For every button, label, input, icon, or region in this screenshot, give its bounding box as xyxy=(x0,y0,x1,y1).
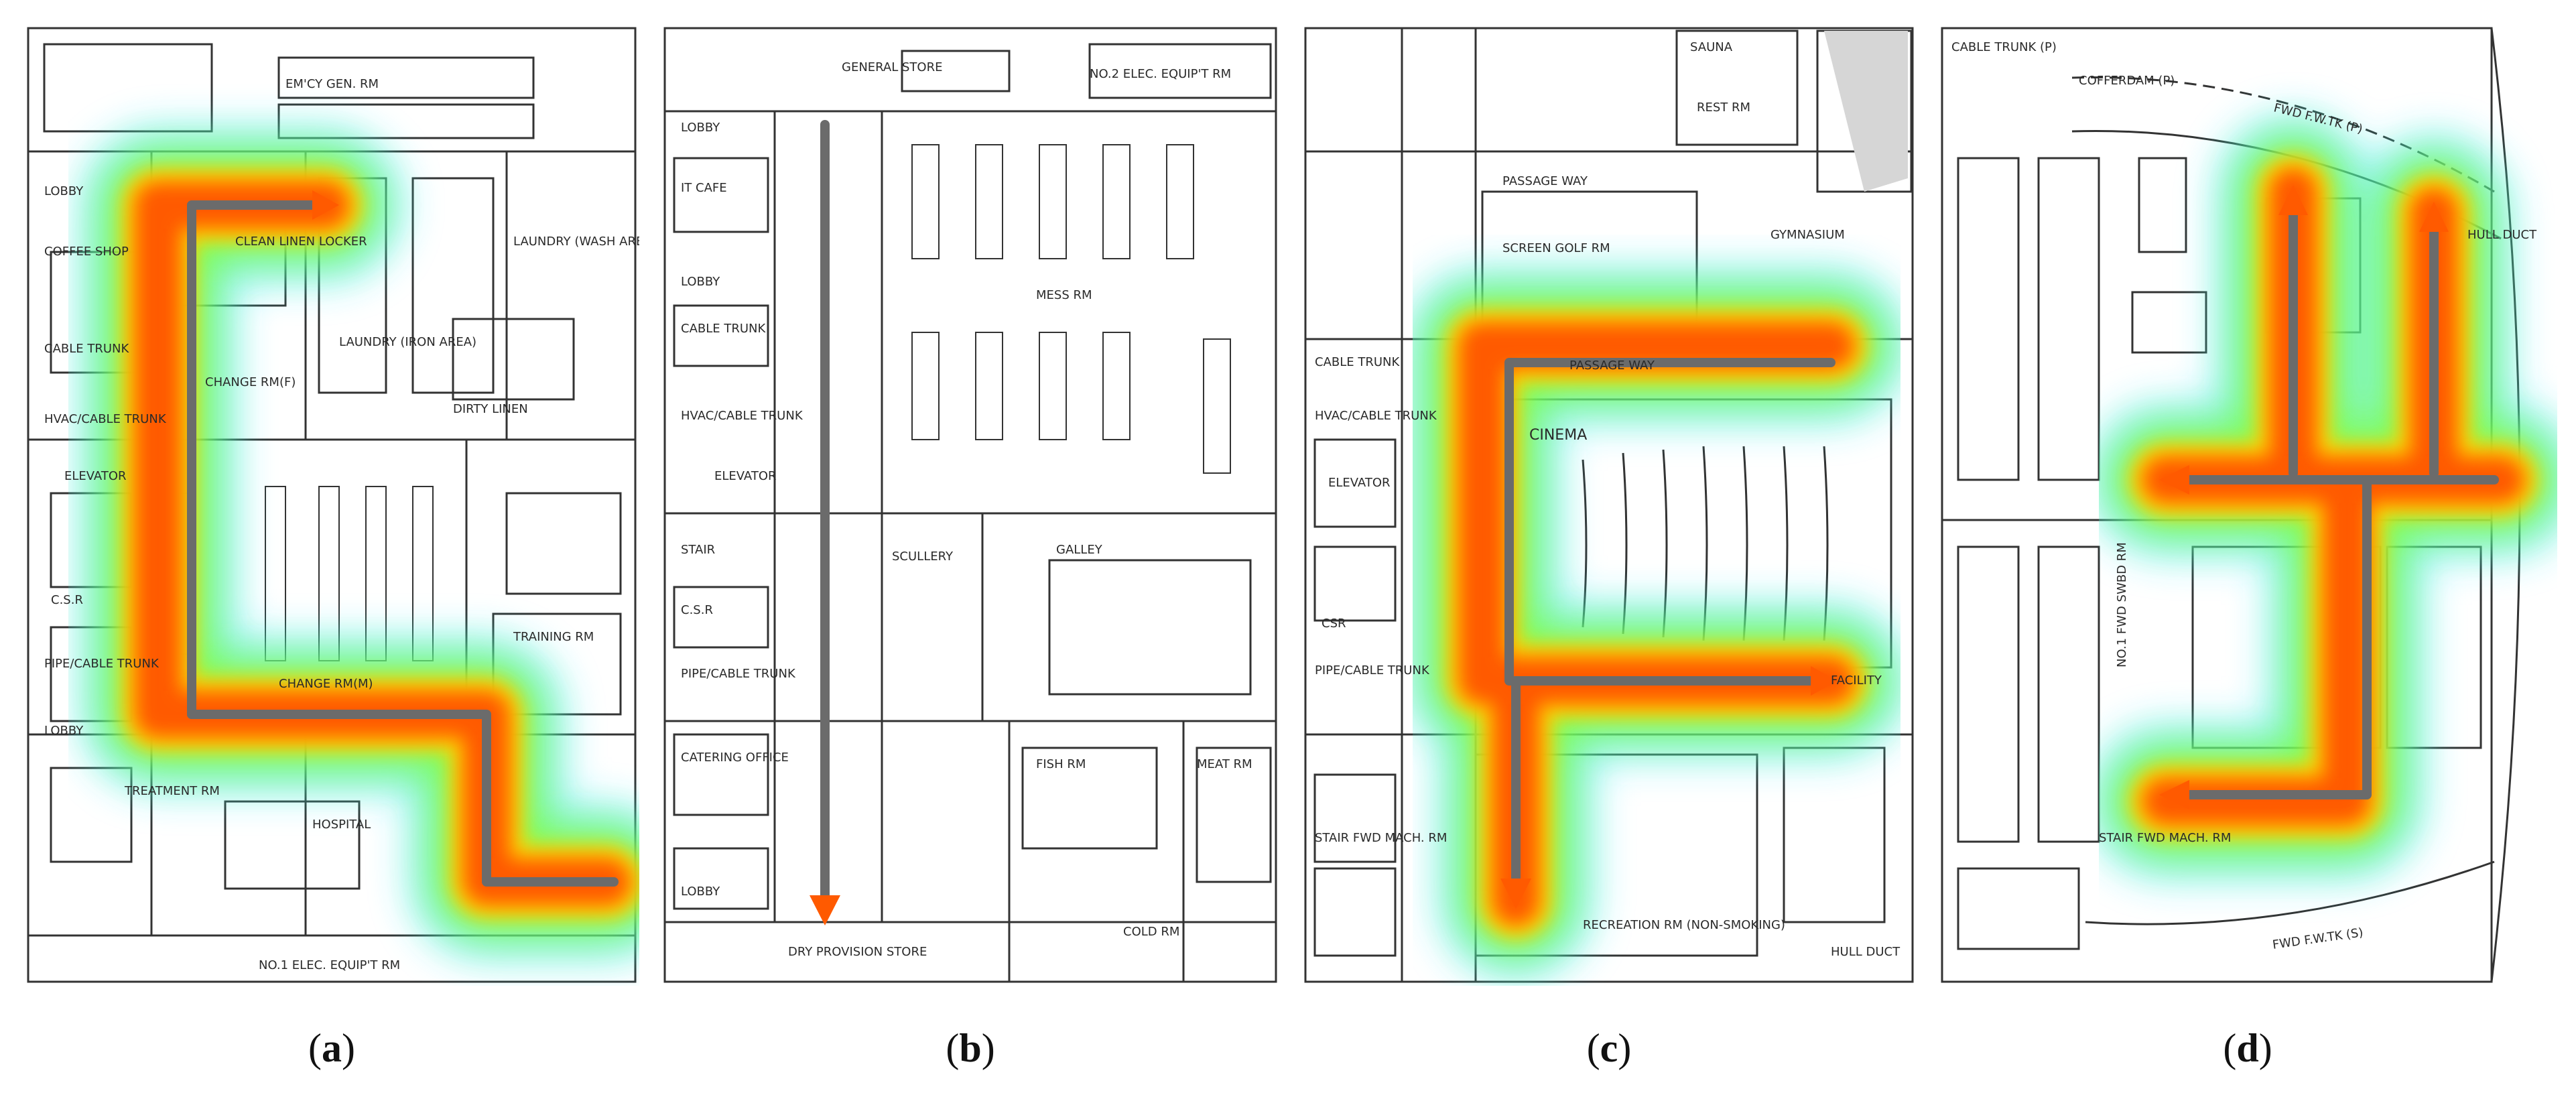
label-galley: GALLEY xyxy=(1056,543,1103,557)
label-hull-duct: HULL DUCT xyxy=(1831,945,1901,959)
label-pipe-cable-trunk: PIPE/CABLE TRUNK xyxy=(1315,663,1430,677)
label-stair-fwd: STAIR FWD MACH. RM xyxy=(1315,831,1447,845)
path-arrowheads xyxy=(2159,185,2449,810)
label-lobby-3: LOBBY xyxy=(681,885,720,899)
caption-d-letter: d xyxy=(2236,1026,2259,1070)
label-hospital: HOSPITAL xyxy=(312,818,371,832)
label-cinema: CINEMA xyxy=(1529,427,1587,444)
label-clean-linen: CLEAN LINEN LOCKER xyxy=(235,235,367,249)
floor-plan-c: SAUNA REST RM PASSAGE WAY SCREEN GOLF RM… xyxy=(1304,27,1914,983)
label-csr: C.S.R xyxy=(681,603,713,617)
label-cable-trunk: CABLE TRUNK xyxy=(1315,355,1400,369)
label-gymnasium: GYMNASIUM xyxy=(1770,228,1845,242)
label-csr: C.S.R xyxy=(51,593,83,607)
path-lines xyxy=(2175,200,2499,799)
label-cable-trunk: CABLE TRUNK xyxy=(44,342,129,356)
panel-a: EM'CY GEN. RM LOBBY COFFEE SHOP CLEAN LI… xyxy=(24,24,639,986)
label-passage-way-2: PASSAGE WAY xyxy=(1569,359,1655,373)
label-lobby-2: LOBBY xyxy=(44,724,84,738)
caption-a: (a) xyxy=(308,1026,355,1070)
caption-d: (d) xyxy=(2223,1026,2272,1070)
caption-c-letter: c xyxy=(1600,1026,1618,1070)
label-screen-golf: SCREEN GOLF RM xyxy=(1502,241,1610,255)
room-labels: SAUNA REST RM PASSAGE WAY SCREEN GOLF RM… xyxy=(1315,40,1901,959)
label-no2-elec: NO.2 ELEC. EQUIP'T RM xyxy=(1090,67,1231,81)
caption-b: (b) xyxy=(946,1026,995,1070)
label-hvac-cable-trunk: HVAC/CABLE TRUNK xyxy=(1315,409,1437,423)
label-treatment-rm: TREATMENT RM xyxy=(124,784,220,798)
path-arrowheads xyxy=(810,895,840,925)
label-hull-duct: HULL DUCT xyxy=(2467,228,2537,242)
label-fwd-fwtk-s: FWD F.W.TK (S) xyxy=(2272,925,2364,952)
label-change-rm-f: CHANGE RM(F) xyxy=(205,375,296,389)
caption-a-letter: a xyxy=(322,1026,342,1070)
label-mess-rm: MESS RM xyxy=(1036,288,1092,302)
label-meat-rm: MEAT RM xyxy=(1197,757,1252,771)
label-csr: CSR xyxy=(1322,617,1346,631)
label-elevator: ELEVATOR xyxy=(714,469,777,483)
heatmap-glow xyxy=(2089,115,2557,879)
floor-plan-b: GENERAL STORE NO.2 ELEC. EQUIP'T RM LOBB… xyxy=(663,27,1277,986)
label-pipe-cable-trunk: PIPE/CABLE TRUNK xyxy=(44,657,159,671)
label-stair-fwd: STAIR FWD MACH. RM xyxy=(2099,831,2231,845)
label-hvac-cable-trunk: HVAC/CABLE TRUNK xyxy=(681,409,803,423)
label-sauna: SAUNA xyxy=(1690,40,1733,54)
label-lobby-2: LOBBY xyxy=(681,275,720,289)
label-emcy-gen-rm: EM'CY GEN. RM xyxy=(285,77,379,91)
label-laundry-wash: LAUNDRY (WASH AREA) xyxy=(513,235,639,249)
label-coffee-shop: COFFEE SHOP xyxy=(44,245,129,259)
path-lines xyxy=(1504,358,1836,893)
label-scullery: SCULLERY xyxy=(892,550,954,564)
path-arrowheads xyxy=(1500,666,1838,909)
label-no1-elec: NO.1 ELEC. EQUIP'T RM xyxy=(259,958,400,972)
label-catering-office: CATERING OFFICE xyxy=(681,751,789,765)
room-labels: EM'CY GEN. RM LOBBY COFFEE SHOP CLEAN LI… xyxy=(44,77,639,972)
label-cold-rm: COLD RM xyxy=(1123,925,1179,939)
label-training-rm: TRAINING RM xyxy=(513,630,594,644)
panel-c: SAUNA REST RM PASSAGE WAY SCREEN GOLF RM… xyxy=(1301,24,1917,986)
floor-plan-a: EM'CY GEN. RM LOBBY COFFEE SHOP CLEAN LI… xyxy=(27,27,639,983)
label-cable-trunk-p: CABLE TRUNK (P) xyxy=(1951,40,2057,54)
label-lobby: LOBBY xyxy=(681,121,720,135)
label-elevator: ELEVATOR xyxy=(64,469,127,483)
label-dry-provision: DRY PROVISION STORE xyxy=(788,945,927,959)
path-lines xyxy=(187,200,619,887)
label-cofferdam-p: COFFERDAM (P) xyxy=(2079,74,2175,88)
label-it-cafe: IT CAFE xyxy=(681,181,727,195)
hull-duct-shading xyxy=(1824,31,1908,192)
label-elevator: ELEVATOR xyxy=(1328,476,1391,490)
label-passage-way: PASSAGE WAY xyxy=(1502,174,1588,188)
label-fish-rm: FISH RM xyxy=(1036,757,1086,771)
caption-b-letter: b xyxy=(959,1026,982,1070)
label-pipe-cable-trunk: PIPE/CABLE TRUNK xyxy=(681,667,796,681)
label-hvac-cable-trunk: HVAC/CABLE TRUNK xyxy=(44,412,167,426)
label-dirty-linen: DIRTY LINEN xyxy=(453,402,528,416)
label-cable-trunk: CABLE TRUNK xyxy=(681,322,766,336)
path-arrowheads xyxy=(312,190,339,220)
label-stair: STAIR xyxy=(681,543,715,557)
label-general-store: GENERAL STORE xyxy=(842,60,942,74)
room-labels: GENERAL STORE NO.2 ELEC. EQUIP'T RM LOBB… xyxy=(681,60,1252,959)
label-rest-rm: REST RM xyxy=(1697,101,1750,115)
caption-c: (c) xyxy=(1586,1026,1632,1070)
floor-plan-d: CABLE TRUNK (P) COFFERDAM (P) FWD F.W.TK… xyxy=(1941,27,2557,983)
label-recreation: RECREATION RM (NON-SMOKING) xyxy=(1583,918,1785,932)
label-lobby: LOBBY xyxy=(44,184,84,198)
label-laundry-iron: LAUNDRY (IRON AREA) xyxy=(339,335,476,349)
mess-tables xyxy=(911,144,1231,474)
label-facility: FACILITY xyxy=(1831,673,1882,688)
panel-b: GENERAL STORE NO.2 ELEC. EQUIP'T RM LOBB… xyxy=(661,24,1280,986)
label-no1-fwd-swbd: NO.1 FWD SWBD RM xyxy=(2115,542,2129,667)
panel-d: CABLE TRUNK (P) COFFERDAM (P) FWD F.W.TK… xyxy=(1938,24,2557,986)
label-change-rm-m: CHANGE RM(M) xyxy=(279,677,373,691)
